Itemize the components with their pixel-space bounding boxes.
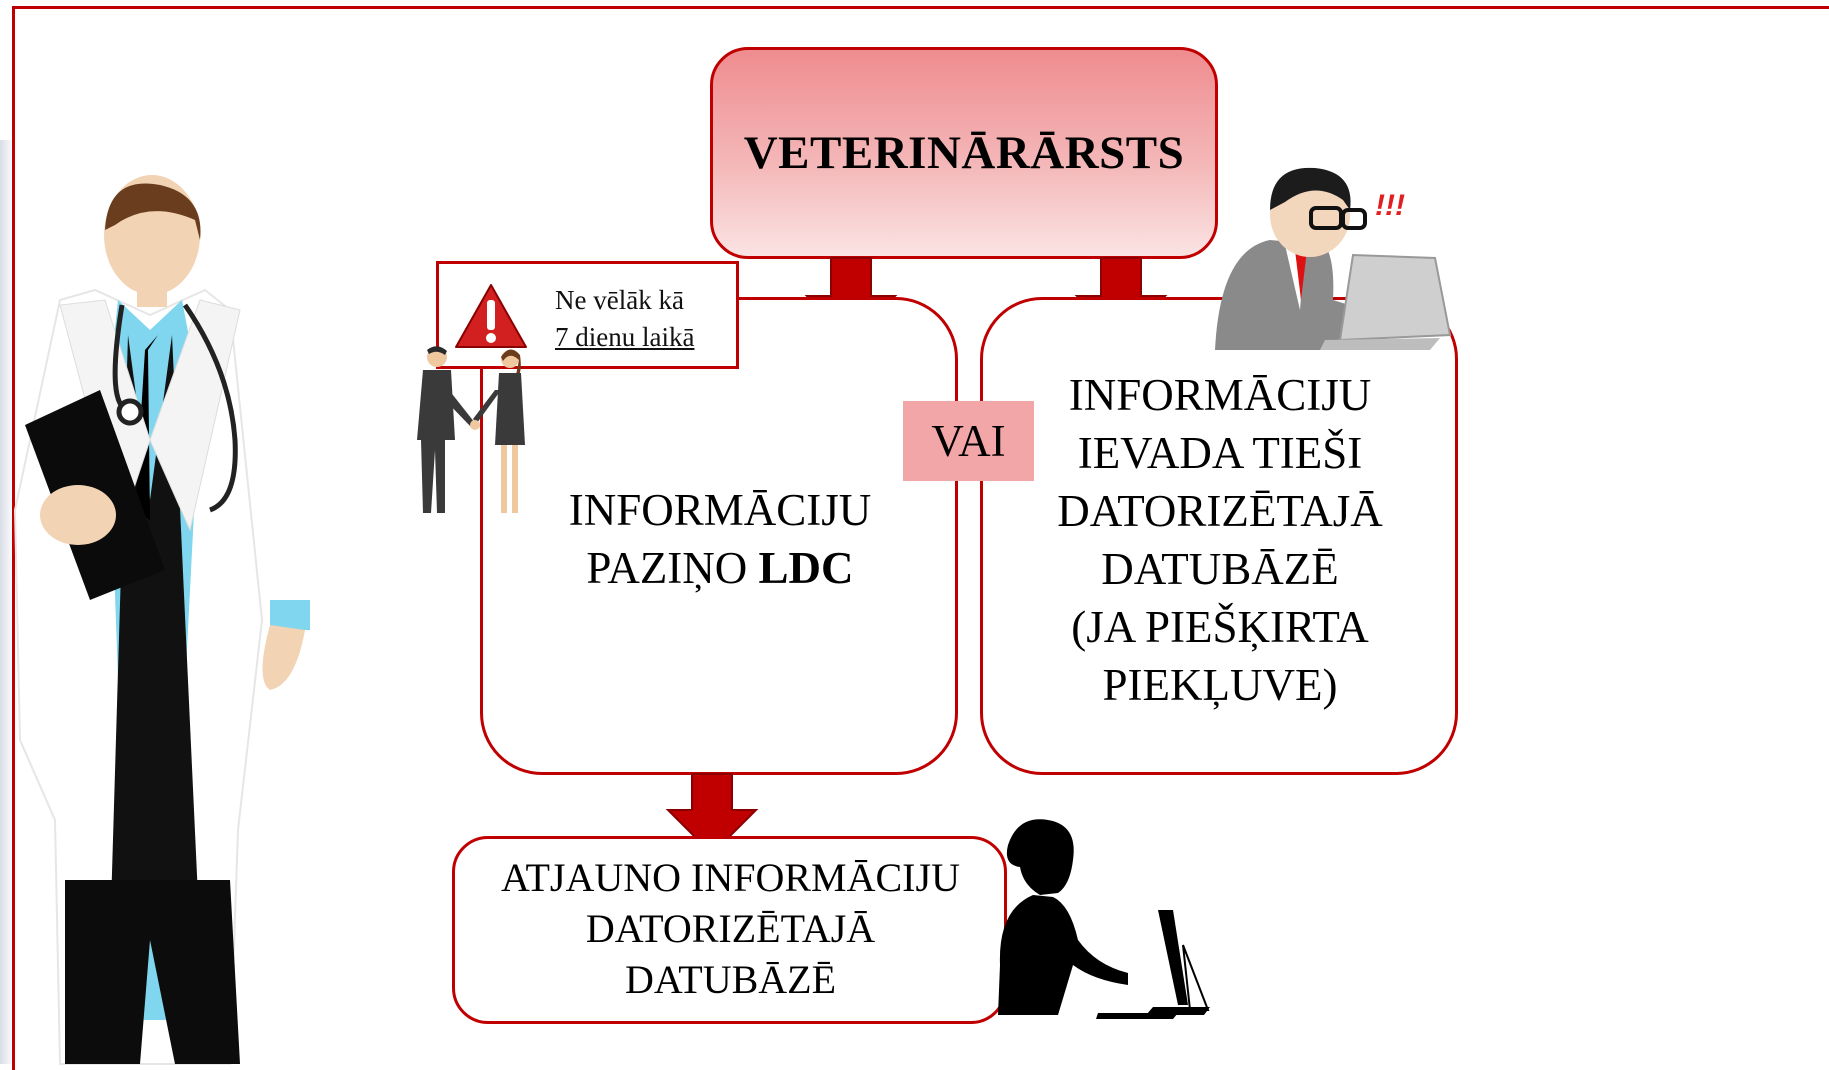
woman-at-computer-illustration [998, 819, 1210, 1019]
notify-ldc-text: INFORMĀCIJU PAZIŅO LDC [505, 481, 935, 597]
person-at-laptop-illustration: !!! [1215, 167, 1452, 350]
direct-entry-box [980, 297, 1458, 775]
direct-entry-line1: INFORMĀCIJU [1068, 370, 1372, 420]
update-line3: DATUBĀZĒ [624, 957, 837, 1002]
surprise-marks-icon: !!! [1375, 189, 1405, 222]
title-text: VETERINĀRĀRSTS [743, 127, 1185, 179]
notify-ldc-line2: PAZIŅO LDC [505, 539, 935, 597]
direct-entry-line3: DATORIZĒTAJĀ [1057, 486, 1383, 536]
notify-ldc-line2-prefix: PAZIŅO [586, 543, 759, 593]
ldc-abbreviation: LDC [758, 543, 854, 593]
update-database-text: ATJAUNO INFORMĀCIJU DATORIZĒTAJĀ DATUBĀZ… [468, 852, 993, 1005]
deadline-line2: 7 dienu laikā [555, 322, 695, 352]
left-edge-shade [0, 140, 14, 1064]
doctor-illustration [13, 175, 310, 1065]
warning-triangle-icon [455, 284, 527, 348]
update-line2: DATORIZĒTAJĀ [585, 906, 876, 951]
or-separator: VAI [903, 401, 1034, 481]
slide-frame [12, 6, 1829, 1070]
direct-entry-text: INFORMĀCIJU IEVADA TIEŠI DATORIZĒTAJĀ DA… [1010, 366, 1430, 714]
handshake-people-illustration [417, 346, 525, 513]
update-line1: ATJAUNO INFORMĀCIJU [501, 855, 960, 900]
title-box-veterinarian: VETERINĀRĀRSTS [710, 47, 1218, 259]
update-database-box [452, 836, 1007, 1024]
deadline-text: Ne vēlāk kā 7 dienu laikā [555, 282, 715, 356]
direct-entry-line2: IEVADA TIEŠI [1077, 428, 1363, 478]
direct-entry-line6: PIEKĻUVE) [1102, 660, 1338, 710]
direct-entry-line4: DATUBĀZĒ [1101, 544, 1339, 594]
or-separator-text: VAI [931, 416, 1006, 466]
deadline-line1: Ne vēlāk kā [555, 285, 684, 315]
notify-ldc-line1: INFORMĀCIJU [568, 485, 872, 535]
arrow-to-update-icon [665, 773, 759, 856]
direct-entry-line5: (JA PIEŠĶIRTA [1071, 602, 1369, 652]
